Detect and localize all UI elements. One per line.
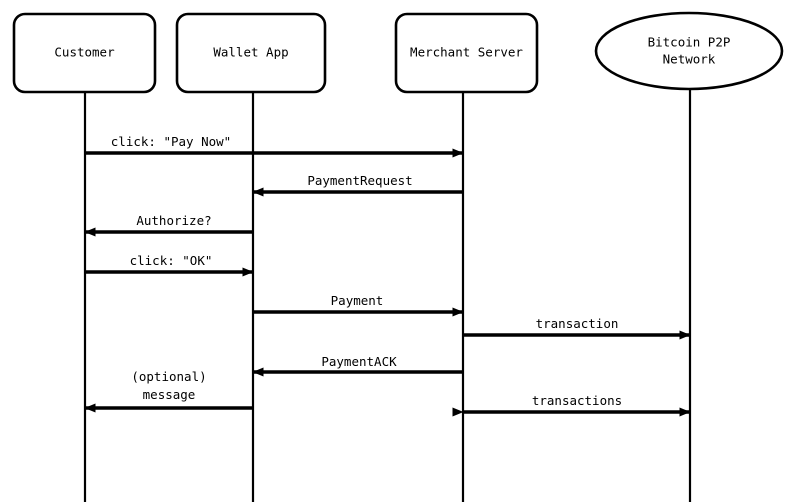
message-label-m8-line2: message xyxy=(143,387,196,402)
lifelines-group xyxy=(83,89,692,502)
message-m8[interactable]: (optional) message xyxy=(84,369,253,413)
participant-shape-bitcoin[interactable] xyxy=(594,11,784,91)
message-label-m4: click: "OK" xyxy=(130,253,213,268)
participant-label-customer: Customer xyxy=(54,45,115,60)
participant-shape-wallet[interactable] xyxy=(175,12,327,94)
message-label-m6: transaction xyxy=(536,316,619,331)
message-label-m7: PaymentACK xyxy=(321,354,397,369)
message-label-m3: Authorize? xyxy=(136,213,211,228)
participant-label-bitcoin: Bitcoin P2P xyxy=(648,35,731,50)
messages-group: click: "Pay Now" PaymentRequestAuthorize?… xyxy=(84,134,691,417)
message-label-m2: PaymentRequest xyxy=(307,173,412,188)
participant-label-bitcoin-line2: Network xyxy=(663,52,716,67)
message-m9[interactable]: transactions xyxy=(452,393,691,417)
message-m2[interactable]: PaymentRequest xyxy=(252,173,463,197)
message-label-m9: transactions xyxy=(532,393,622,408)
participants-group: Customer Wallet App Merchant Server Bitcoin… xyxy=(12,11,784,94)
message-m5[interactable]: Payment xyxy=(253,293,464,317)
message-label-m8: (optional) xyxy=(131,369,206,384)
message-m6[interactable]: transaction xyxy=(463,316,691,340)
message-m7[interactable]: PaymentACK xyxy=(252,354,463,377)
participant-label-wallet: Wallet App xyxy=(213,45,288,60)
message-label-m5: Payment xyxy=(331,293,384,308)
message-label-m1: click: "Pay Now" xyxy=(111,134,231,149)
message-m4[interactable]: click: "OK" xyxy=(85,253,254,277)
message-m1[interactable]: click: "Pay Now" xyxy=(85,134,464,158)
participant-label-merchant: Merchant Server xyxy=(410,45,523,60)
participant-shape-customer[interactable] xyxy=(12,12,157,94)
participant-shape-merchant[interactable] xyxy=(394,12,539,94)
message-m3[interactable]: Authorize? xyxy=(84,213,253,237)
